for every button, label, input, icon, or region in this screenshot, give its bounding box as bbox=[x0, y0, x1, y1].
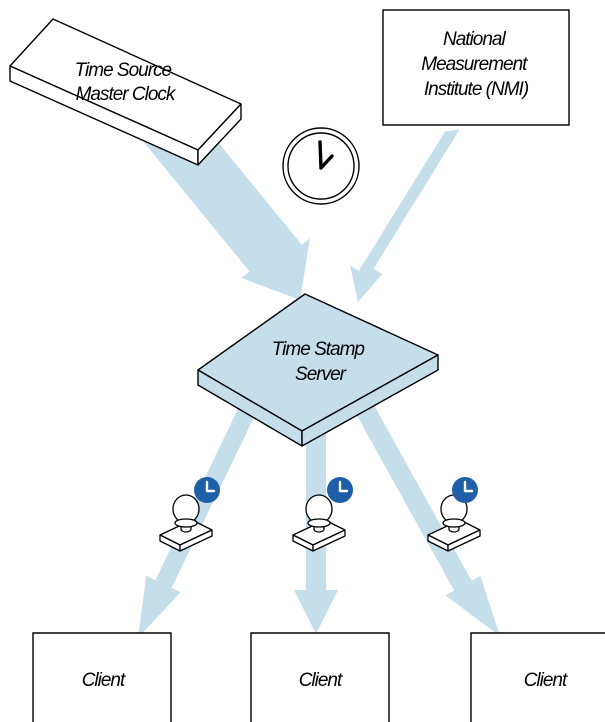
arrow-master-to-server bbox=[141, 112, 310, 300]
svg-text:Time Stamp Server: Time Stamp Server bbox=[272, 339, 369, 385]
master-clock-box-side bbox=[197, 103, 242, 166]
svg-text:Time Source Master Clock: Time Source Master Clock bbox=[75, 60, 177, 105]
master-clock-box: Time Source Master Clock bbox=[9, 18, 242, 166]
client-box-left: Client bbox=[32, 632, 172, 722]
svg-text:National Measurement: National Measurement Institute (NMI) bbox=[421, 29, 530, 100]
client-label: Client bbox=[524, 670, 568, 691]
client-label: Client bbox=[82, 670, 126, 691]
client-box-middle: Client bbox=[250, 632, 390, 722]
nmi-box-rect bbox=[382, 9, 570, 126]
arrows bbox=[138, 112, 500, 638]
nmi-box: National Measurement Institute (NMI) bbox=[382, 9, 570, 126]
timestamp-server-box-top bbox=[197, 293, 439, 432]
clock-badge-icon bbox=[452, 477, 478, 503]
arrow-server-to-client-left bbox=[138, 400, 259, 638]
clock-icon bbox=[282, 127, 360, 205]
master-clock-label-line1: Time Source bbox=[75, 60, 172, 81]
clock-badge-icon bbox=[327, 477, 353, 503]
timestamp-stamp-icon bbox=[292, 494, 346, 552]
clock-badge-icon bbox=[194, 477, 220, 503]
master-clock-label-line2: Master Clock bbox=[76, 84, 177, 105]
timestamp-stamp-icon bbox=[159, 494, 213, 552]
nmi-label-line3: Institute (NMI) bbox=[424, 79, 529, 100]
nmi-label-line2: Measurement bbox=[421, 54, 528, 75]
nmi-label-line1: National bbox=[443, 29, 506, 50]
timestamp-server-box-side bbox=[301, 354, 439, 447]
timestamp-server-box: Time Stamp Server bbox=[197, 293, 439, 447]
client-label: Client bbox=[299, 670, 343, 691]
timestamp-server-label-line2: Server bbox=[295, 364, 347, 385]
arrow-server-to-client-right bbox=[354, 402, 500, 636]
client-box-right: Client bbox=[470, 632, 605, 722]
arrow-nmi-to-server bbox=[350, 129, 460, 302]
timestamp-server-label-line1: Time Stamp bbox=[272, 339, 365, 360]
